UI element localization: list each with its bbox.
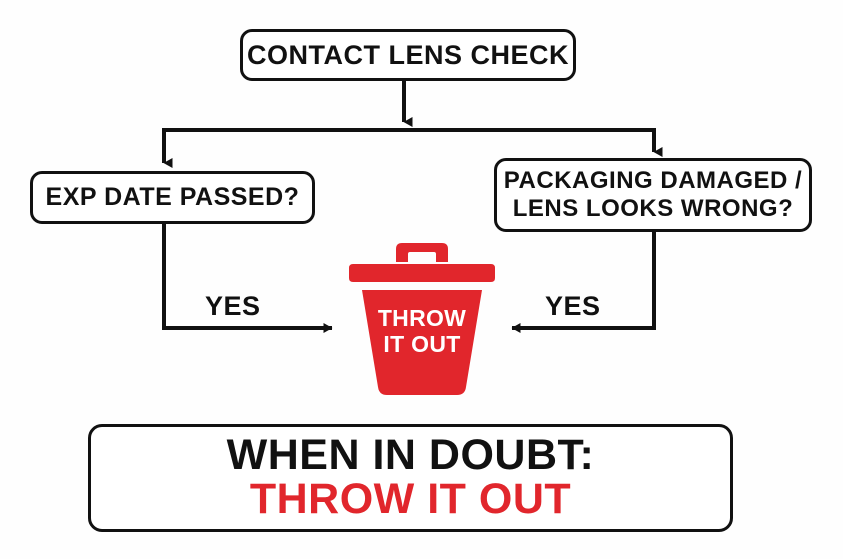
banner-line1: WHEN IN DOUBT:: [226, 430, 595, 479]
node-exp-date-passed[interactable]: EXP DATE PASSED?: [30, 171, 315, 224]
node-pkg-label-line1: PACKAGING DAMAGED /: [503, 167, 803, 195]
banner-when-in-doubt[interactable]: WHEN IN DOUBT: THROW IT OUT: [88, 424, 733, 532]
banner-line2: THROW IT OUT: [249, 475, 572, 524]
trash-can-icon: [349, 243, 495, 395]
node-throw-it-out[interactable]: THROW IT OUT: [340, 240, 504, 403]
node-packaging-damaged[interactable]: PACKAGING DAMAGED / LENS LOOKS WRONG?: [494, 158, 812, 232]
node-exp-label: EXP DATE PASSED?: [45, 183, 300, 211]
node-contact-lens-check[interactable]: CONTACT LENS CHECK: [240, 29, 576, 81]
edge-label-yes-left: YES: [205, 291, 261, 321]
edge-left-yes: [162, 224, 333, 333]
node-start-label: CONTACT LENS CHECK: [247, 39, 569, 70]
node-pkg-label-line2: LENS LOOKS WRONG?: [512, 195, 794, 222]
edge-right-yes: [511, 232, 656, 333]
edge-label-yes-right: YES: [545, 291, 601, 321]
